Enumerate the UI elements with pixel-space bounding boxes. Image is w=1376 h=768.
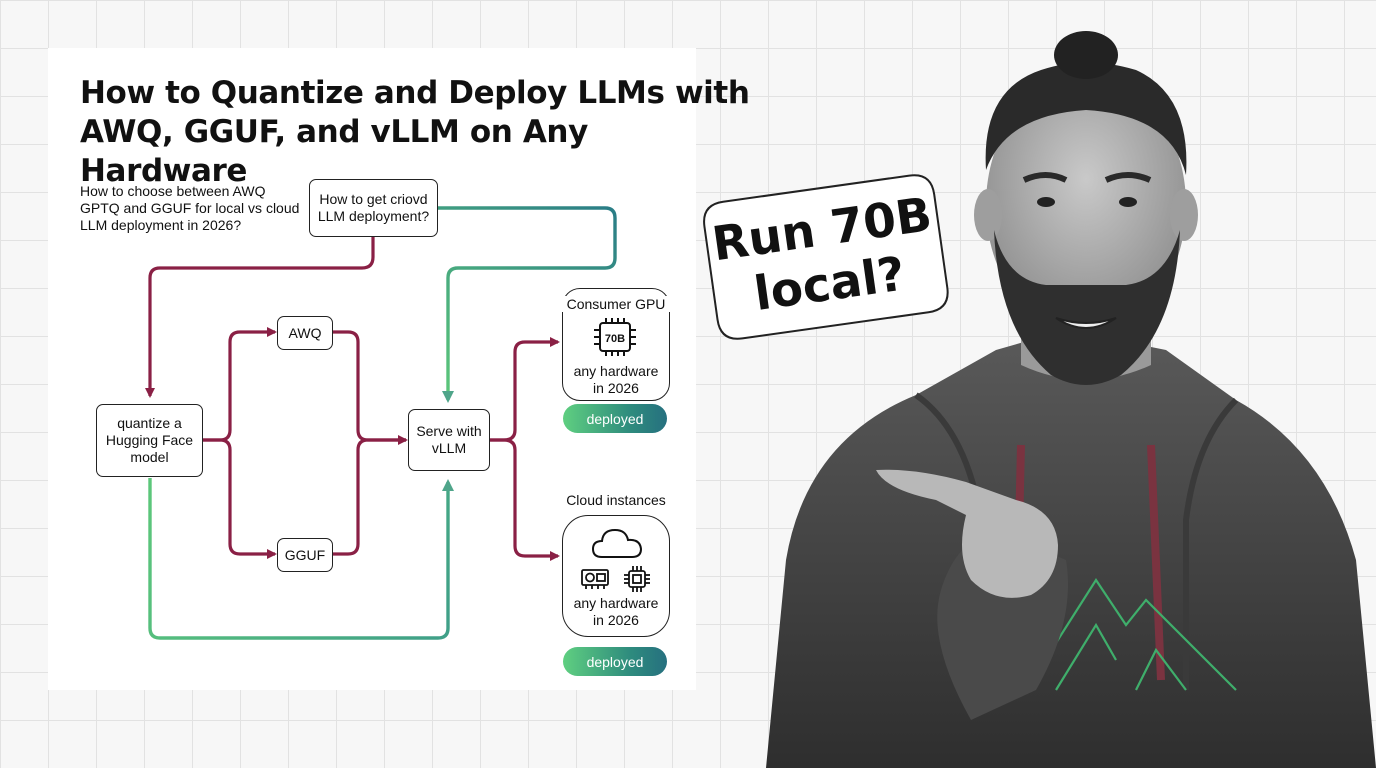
arrow-question-to-quantize: [145, 236, 375, 398]
cpu-icon: [624, 566, 650, 592]
gguf-node: GGUF: [277, 538, 333, 572]
awq-node-label: AWQ: [288, 324, 322, 341]
chip-icon-label: 70B: [605, 333, 625, 345]
page-title: How to Quantize and Deploy LLMs with AWQ…: [80, 75, 750, 189]
question-box: How to get criovd LLM deployment?: [309, 179, 438, 237]
arrow-awq-to-serve: [332, 330, 408, 445]
consumer-deployed-badge: deployed: [563, 404, 667, 433]
arrow-serve-to-cloud: [490, 438, 560, 561]
cloud-icon: [591, 528, 643, 558]
gpu-card-icon: [581, 569, 609, 589]
serve-node-label: Serve with vLLM: [416, 423, 482, 456]
presenter-photo: [766, 31, 1376, 768]
cloud-deployed-badge: deployed: [563, 647, 667, 676]
arrow-serve-to-consumer: [490, 337, 560, 442]
question-caption: How to choose between AWQ GPTQ and GGUF …: [80, 183, 300, 233]
cloud-deployed-label: deployed: [586, 653, 644, 670]
quantize-node-label: quantize a Hugging Face model: [105, 415, 194, 465]
arrow-loop-top: [438, 206, 617, 403]
mountain-logo: [1025, 577, 1237, 691]
cloud-instances-label: Cloud instances: [566, 492, 666, 508]
arrow-loop-bottom: [148, 478, 454, 640]
speech-bubble: Run 70B local?: [695, 166, 958, 350]
arrow-quantize-to-gguf: [202, 438, 277, 559]
consumer-deployed-label: deployed: [586, 410, 644, 427]
consumer-gpu-desc: any hardware in 2026: [573, 363, 659, 396]
cloud-desc: any hardware in 2026: [573, 595, 659, 628]
speech-bubble-shape: [703, 174, 949, 340]
arrow-quantize-to-awq: [202, 327, 277, 442]
serve-node: Serve with vLLM: [408, 409, 490, 471]
awq-node: AWQ: [277, 316, 333, 350]
chip-icon: 70B: [594, 318, 636, 356]
consumer-gpu-label: Consumer GPU: [562, 296, 670, 312]
quantize-node: quantize a Hugging Face model: [96, 404, 203, 477]
arrow-gguf-to-serve: [332, 438, 406, 556]
question-box-label: How to get criovd LLM deployment?: [317, 191, 430, 224]
gguf-node-label: GGUF: [284, 546, 326, 563]
